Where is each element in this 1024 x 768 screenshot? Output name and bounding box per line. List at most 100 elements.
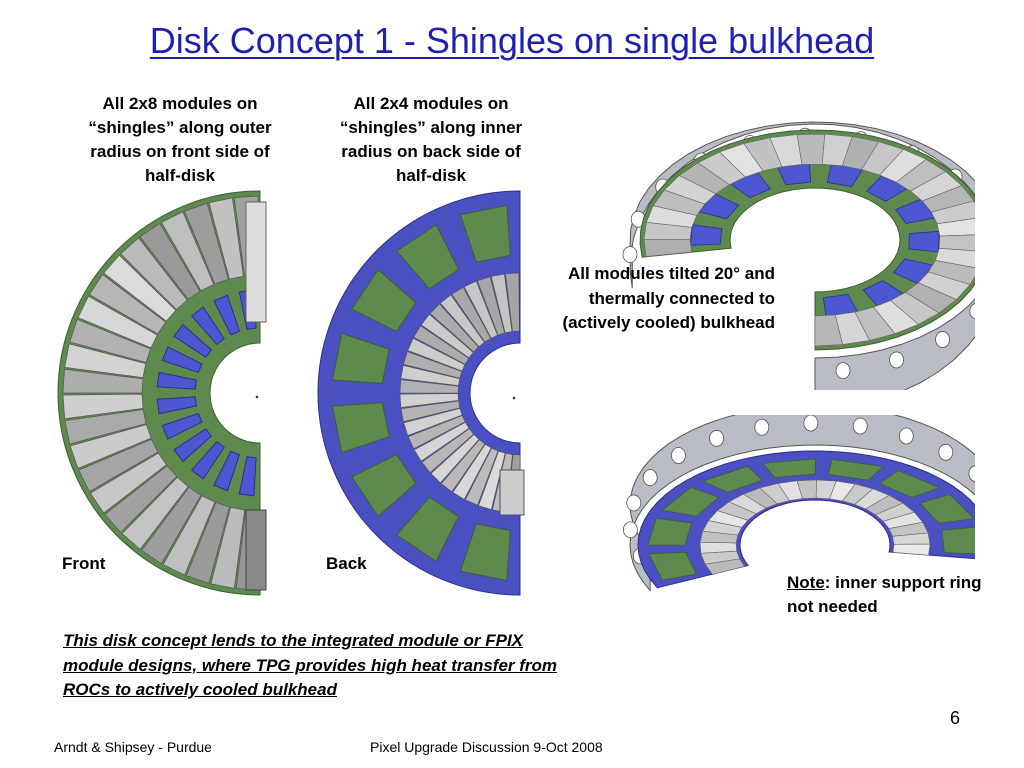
top3d-module-shingle (796, 133, 826, 165)
tilted-disk-3d-view-top (622, 121, 975, 390)
back-module-shingle (407, 415, 466, 450)
front-module-shingle (104, 465, 178, 533)
front-edge-module (245, 201, 267, 323)
back-module-shingle (399, 379, 459, 394)
front-cutout (190, 440, 225, 480)
front-module-shingle (89, 452, 167, 514)
top3d-wall-hole (889, 351, 904, 369)
front-module-shingle (69, 318, 151, 363)
tilt-note: All modules tilted 20° and thermally con… (562, 264, 775, 332)
back-green-pad (331, 332, 390, 384)
back-caption: All 2x4 modules on “shingles” along inne… (339, 94, 523, 185)
front-cutout (213, 450, 241, 492)
back-green-pad (395, 496, 460, 562)
back-module-shingle (400, 400, 461, 423)
bot3d-green-pad (878, 469, 941, 499)
footer-authors: Arndt & Shipsey - Purdue (54, 739, 212, 755)
back-module-shingle (505, 272, 520, 332)
front-cutout (190, 306, 225, 346)
bot3d-module-shingle (892, 543, 931, 556)
back-module-shingle (429, 303, 479, 353)
bot3d-green-pad (941, 526, 975, 555)
front-module-shingle (64, 343, 147, 378)
back-module-shingle (420, 313, 474, 359)
bot3d-green-pad (919, 493, 975, 524)
bot3d-wall-hole (623, 521, 638, 539)
front-module-shingle (185, 502, 230, 584)
front-cutout (213, 294, 241, 336)
front-module-shingle (210, 506, 245, 589)
front-caption: All 2x8 modules on “shingles” along oute… (88, 94, 272, 185)
back-module-shingle (413, 421, 470, 462)
back-module-shingle (440, 439, 486, 493)
concept-summary: This disk concept lends to the integrate… (63, 631, 558, 699)
note-text: : inner support ring not needed (787, 573, 982, 616)
back-edge-module (499, 469, 525, 516)
back-module-shingle (490, 273, 513, 334)
back-green-pad (459, 523, 511, 582)
front-module-shingle (88, 274, 167, 335)
bot3d-wall-hole (968, 465, 975, 482)
support-ring-note: Note: inner support ring not needed (787, 571, 987, 619)
front-cutout (156, 396, 197, 415)
front-cutout (161, 412, 203, 440)
back-module-shingle (477, 276, 505, 336)
back-green-pad (395, 224, 460, 290)
back-module-shingle (399, 393, 459, 408)
bot3d-green-pad (762, 458, 816, 478)
back-module-shingle (430, 434, 480, 484)
bot3d-wall-hole (898, 427, 914, 445)
front-cutout (161, 346, 203, 374)
back-center-mark (512, 396, 516, 400)
back-module-shingle (413, 325, 470, 365)
front-module-shingle (162, 495, 216, 576)
back-module-shingle (400, 365, 461, 386)
back-label: Back (326, 554, 367, 573)
front-module-shingle (161, 211, 215, 292)
bot3d-module-shingle (699, 541, 737, 554)
bot3d-wall-hole (642, 469, 658, 487)
front-module-shingle (62, 368, 144, 394)
top3d-cutout (689, 224, 723, 246)
top3d-cutout (908, 230, 940, 253)
footer-event: Pixel Upgrade Discussion 9-Oct 2008 (370, 739, 603, 755)
back-module-shingle (451, 286, 492, 343)
top3d-wall-hole (935, 331, 950, 348)
back-module-shingle (439, 294, 485, 348)
front-cutout (156, 371, 197, 390)
bot3d-wall-hole (852, 417, 868, 435)
top3d-module-shingle (643, 239, 692, 257)
back-disk-3d-view-bottom (623, 415, 975, 592)
back-module-shingle (478, 450, 506, 510)
front-center-mark (255, 395, 259, 399)
front-cutout (173, 428, 213, 463)
slide-title: Disk Concept 1 - Shingles on single bulk… (149, 20, 875, 61)
front-edge-module (245, 509, 267, 591)
top3d-outer-wall (629, 121, 975, 390)
front-half-disk-image (57, 190, 267, 596)
back-green-pad (351, 453, 417, 518)
bot3d-wall-hole (671, 447, 686, 464)
back-module-shingle (403, 351, 463, 379)
front-module-shingle (78, 438, 159, 492)
front-module-shingle (121, 476, 189, 550)
front-module-shingle (139, 222, 201, 300)
back-module-shingle (464, 447, 499, 506)
front-module-shingle (141, 486, 202, 565)
top3d-wall-hole (969, 303, 975, 320)
front-label: Front (62, 554, 106, 573)
bot3d-outer-wall (629, 415, 975, 592)
back-module-shingle (452, 443, 492, 500)
front-module-shingle (69, 424, 152, 469)
front-module-shingle (184, 202, 229, 285)
bot3d-green-pad (647, 517, 692, 546)
back-green-pad (331, 402, 390, 454)
back-module-shingle (403, 408, 463, 436)
note-word: Note (787, 573, 825, 592)
front-module-shingle (103, 254, 177, 322)
bot3d-green-pad (701, 465, 764, 493)
page-number: 6 (950, 708, 961, 728)
back-green-pad (351, 268, 417, 333)
back-half-disk-image (317, 190, 525, 596)
bot3d-wall-hole (938, 443, 954, 461)
